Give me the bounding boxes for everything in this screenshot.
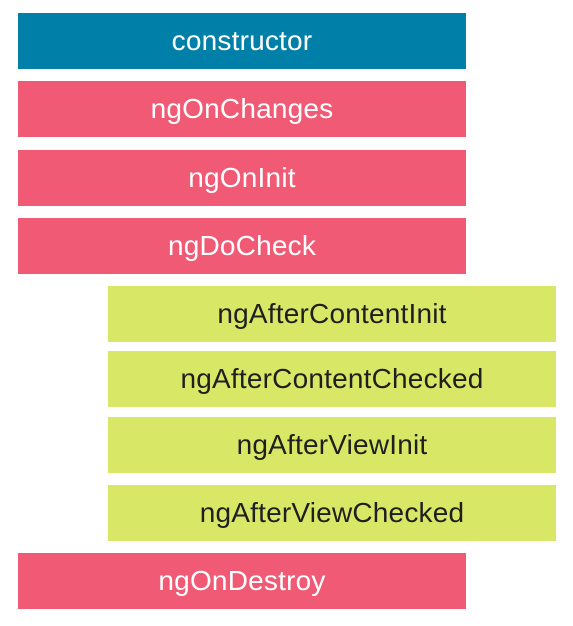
ng-on-destroy-label: ngOnDestroy — [158, 565, 326, 596]
ng-after-content-checked-block: ngAfterContentChecked — [108, 351, 556, 407]
ng-on-init-label: ngOnInit — [188, 162, 296, 193]
ng-do-check-label: ngDoCheck — [167, 230, 317, 261]
ng-after-view-init-label: ngAfterViewInit — [236, 429, 428, 460]
ng-after-content-init-label: ngAfterContentInit — [217, 298, 447, 329]
ng-do-check-block: ngDoCheck — [18, 218, 466, 274]
ng-after-content-checked-label: ngAfterContentChecked — [180, 363, 484, 394]
ng-on-destroy-block: ngOnDestroy — [18, 553, 466, 609]
ng-after-view-init-block: ngAfterViewInit — [108, 417, 556, 473]
constructor-label: constructor — [171, 25, 313, 56]
ng-after-view-checked-block: ngAfterViewChecked — [108, 485, 556, 541]
constructor-block: constructor — [18, 13, 466, 69]
ng-after-view-checked-label: ngAfterViewChecked — [199, 497, 465, 528]
ng-on-changes-block: ngOnChanges — [18, 81, 466, 137]
ng-on-init-block: ngOnInit — [18, 150, 466, 206]
ng-after-content-init-block: ngAfterContentInit — [108, 286, 556, 342]
ng-on-changes-label: ngOnChanges — [150, 93, 334, 124]
